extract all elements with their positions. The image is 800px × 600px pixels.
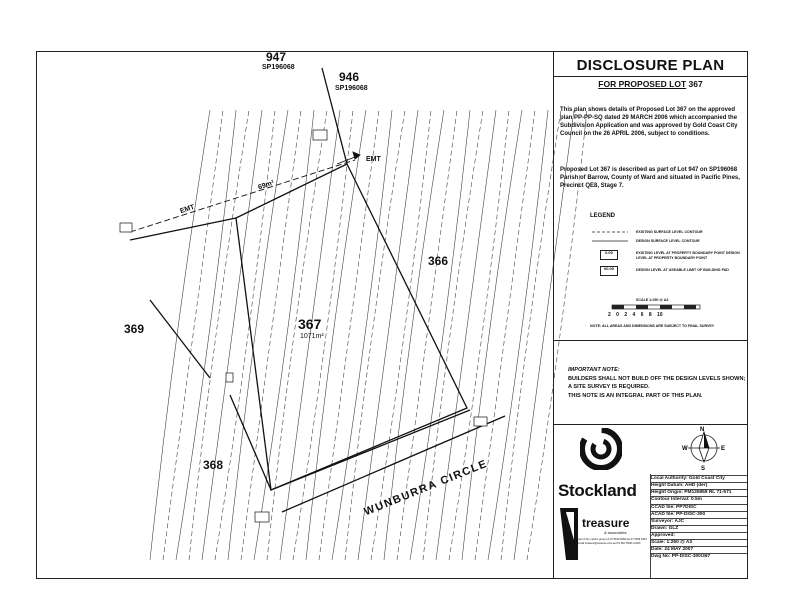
contour-line	[331, 109, 393, 561]
lot-946-plan-label: SP196068	[335, 85, 368, 92]
contour-lines	[149, 109, 588, 561]
boundary-946-947	[321, 67, 348, 165]
info-scale: Scale: 1:250 @ A3	[651, 539, 747, 547]
info-approved: Approved:	[651, 532, 747, 540]
divider	[553, 76, 748, 77]
stockland-wordmark: Stockland	[558, 481, 637, 500]
contour-line	[201, 109, 263, 561]
scale-title: SCALE 1:250 @ A3	[636, 298, 669, 302]
plan-subtitle: FOR PROPOSED LOT 367	[553, 79, 748, 89]
legend-box-1: 0.00	[600, 250, 618, 260]
contour-line	[188, 109, 250, 561]
contour-line	[448, 109, 510, 561]
info-height-datum: Height Datum: AHD (der)	[651, 482, 747, 490]
title-block	[553, 51, 748, 579]
emt-label-top: EMT	[366, 156, 381, 163]
info-height-origin: Height Origin: PM135958 RL 71-571	[651, 489, 747, 497]
contour-line	[474, 109, 536, 561]
contour-line	[240, 109, 302, 561]
contour-line	[227, 109, 289, 561]
contour-line	[383, 109, 445, 561]
legend-item-3: EXISTING LEVEL AT PROPERTY BOUNDARY POIN…	[636, 251, 740, 260]
contour-line	[175, 109, 237, 561]
info-table-divider	[650, 474, 651, 578]
consultant-contact: part of the cardno group ph 07 5539 9466…	[578, 538, 647, 545]
important-note-heading: IMPORTANT NOTE:	[568, 367, 620, 373]
lot-boundaries	[129, 67, 506, 513]
info-dwg-no: Dwg No: PP-DISC-300/367	[651, 553, 747, 561]
info-ccad-file: CCAD file: PP7DISC	[651, 504, 747, 512]
divider	[553, 424, 748, 425]
lot-367-boundary	[235, 163, 468, 491]
info-surveyor: Surveyor: AJC	[651, 518, 747, 526]
contour-line	[357, 109, 419, 561]
contour-line	[162, 109, 224, 561]
scale-note: NOTE: ALL AREAS AND DIMENSIONS ARE SUBJE…	[590, 324, 715, 328]
description-paragraph: Proposed Lot 367 is described as part of…	[560, 167, 740, 189]
contour-line	[396, 109, 458, 561]
plan-title: DISCLOSURE PLAN	[576, 57, 725, 74]
boundary-369-south	[149, 299, 211, 379]
street-alignment	[270, 409, 471, 491]
contour-line	[461, 109, 523, 561]
subtitle-prefix: FOR PROPOSED LOT	[598, 79, 687, 89]
contour-line	[266, 109, 328, 561]
legend-title: LEGEND	[590, 213, 616, 219]
divider	[553, 340, 748, 341]
contour-line	[214, 109, 276, 561]
contour-line	[292, 109, 354, 561]
lot-369-label: 369	[124, 322, 145, 336]
legend-item-4: DESIGN LEVEL AT USEABLE LIMIT OF BUILDIN…	[636, 268, 729, 272]
info-date: Date: 24 MAY 2007	[651, 546, 747, 554]
lot-367-label: 367	[298, 316, 322, 332]
lot-947-plan-label: SP196068	[262, 64, 295, 71]
legend-item-2: DESIGN SURFACE LEVEL CONTOUR	[636, 239, 700, 243]
contour-line	[370, 109, 432, 561]
important-note-line-3: THIS NOTE IS AN INTEGRAL PART OF THIS PL…	[568, 393, 703, 399]
info-drawn: Drawn: GLZ	[651, 525, 747, 533]
lot-368-label: 368	[203, 458, 224, 472]
intro-paragraph: This plan shows details of Proposed Lot …	[560, 107, 738, 137]
contour-line	[526, 109, 588, 561]
important-note-line-2: A SITE SURVEY IS REQUIRED.	[568, 384, 650, 390]
info-acad-file: ACAD file: PP-DISC-300	[651, 511, 747, 519]
contour-line	[422, 109, 484, 561]
level-boxes	[119, 129, 488, 523]
contour-line	[344, 109, 406, 561]
lot-947-label: 947	[266, 50, 287, 64]
easement-line	[129, 159, 356, 233]
street-kerb	[281, 415, 506, 513]
contour-line	[487, 109, 549, 561]
info-contour-interval: Contour Interval: 0.5m	[651, 496, 747, 504]
boundary-369-north	[129, 217, 237, 241]
info-local-authority: Local Authority: Gold Coast City	[651, 475, 747, 483]
lot-366-label: 366	[428, 254, 449, 268]
scale-ticks: 2 0 2 4 6 8 10	[608, 312, 663, 318]
lot-367-area: 1071m²	[300, 333, 324, 340]
stockland-logo-icon	[580, 428, 622, 470]
boundary-368	[229, 394, 272, 491]
legend-box-2: 00.00	[600, 266, 618, 276]
contour-line	[435, 109, 497, 561]
contour-line	[318, 109, 380, 561]
treasure-wordmark: treasure	[582, 516, 630, 530]
contour-line	[409, 109, 471, 561]
emt-arrow	[336, 151, 361, 165]
treasure-subtitle: & associates	[604, 530, 627, 535]
lot-946-label: 946	[339, 70, 360, 84]
sheet-border	[36, 51, 748, 579]
subtitle-lot: 367	[688, 79, 703, 89]
contour-line	[253, 109, 315, 561]
legend-item-1: EXISTING SURFACE LEVEL CONTOUR	[636, 230, 703, 234]
contour-line	[500, 109, 562, 561]
contour-line	[513, 109, 575, 561]
important-note-line-1: BUILDERS SHALL NOT BUILD OFF THE DESIGN …	[568, 376, 746, 382]
